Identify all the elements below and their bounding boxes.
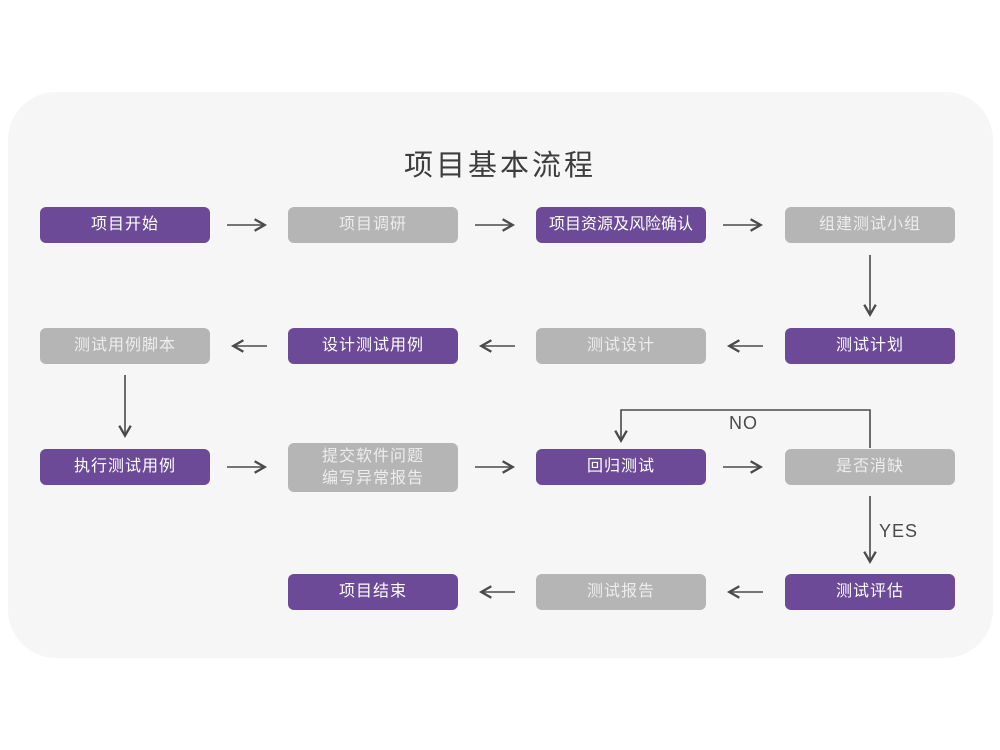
flowchart-card [8, 92, 993, 658]
flow-node-test-case-script: 测试用例脚本 [40, 328, 210, 364]
flow-node-defect-cleared: 是否消缺 [785, 449, 955, 485]
flow-node-test-design: 测试设计 [536, 328, 706, 364]
flow-node-build-test-team: 组建测试小组 [785, 207, 955, 243]
flow-node-design-test-case: 设计测试用例 [288, 328, 458, 364]
branch-label-yes: YES [879, 521, 919, 541]
flow-node-execute-test-case: 执行测试用例 [40, 449, 210, 485]
flow-node-test-evaluation: 测试评估 [785, 574, 955, 610]
flow-node-test-plan: 测试计划 [785, 328, 955, 364]
flow-node-project-end: 项目结束 [288, 574, 458, 610]
branch-label-no: NO [729, 413, 758, 433]
flow-node-submit-issue-report: 提交软件问题 编写异常报告 [288, 443, 458, 492]
flow-node-regression-test: 回归测试 [536, 449, 706, 485]
flow-node-resource-risk-confirm: 项目资源及风险确认 [536, 207, 706, 243]
flow-node-test-report: 测试报告 [536, 574, 706, 610]
page-title: 项目基本流程 [403, 150, 596, 182]
flow-node-project-research: 项目调研 [288, 207, 458, 243]
flow-node-project-start: 项目开始 [40, 207, 210, 243]
